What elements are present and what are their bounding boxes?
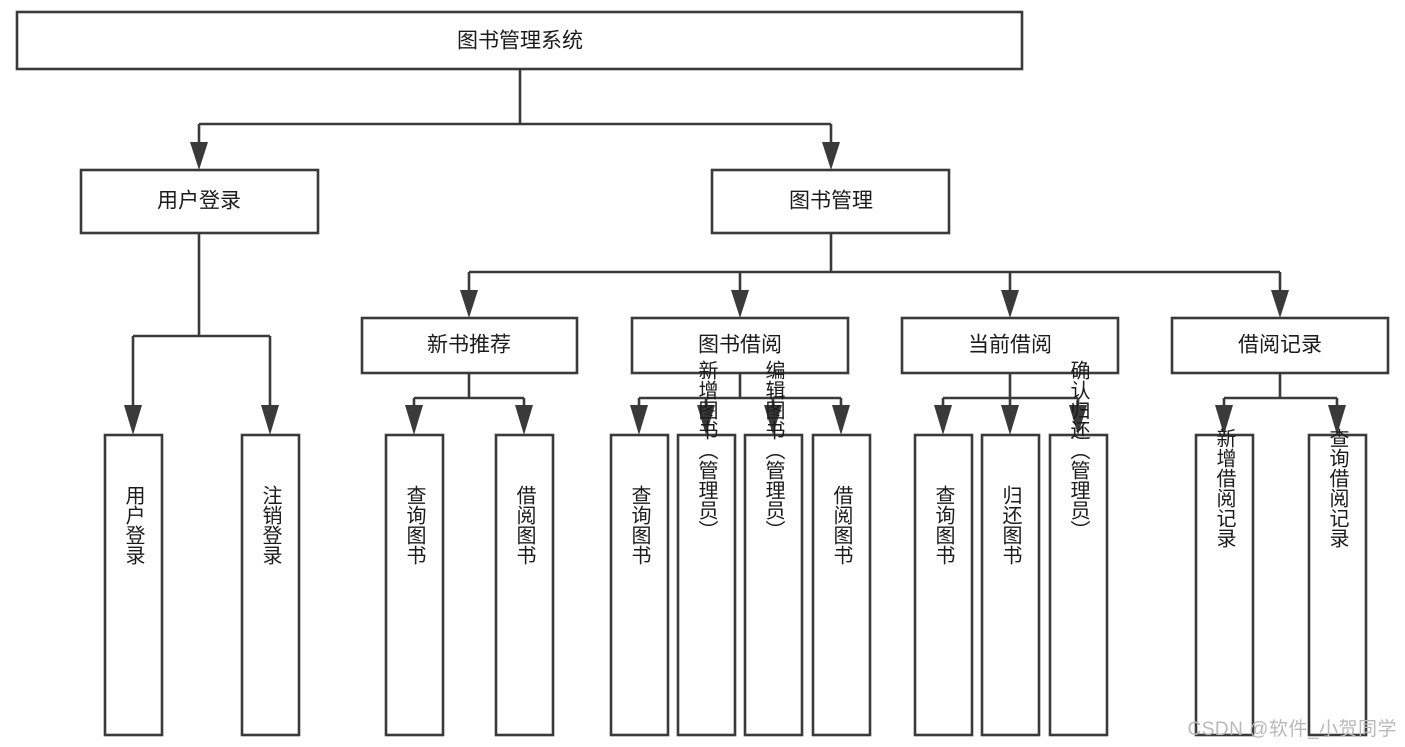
node-label-user-login: 用户登录 [157, 190, 241, 213]
leaf-user-login-logout[interactable]: 注销登录 [240, 433, 301, 737]
leaf-bb-edit-book[interactable]: 编辑图书（管理员） [743, 360, 804, 737]
node-box-book-manage[interactable] [710, 168, 951, 235]
leaf-bb-query-book[interactable]: 查询图书 [609, 433, 670, 737]
arrowhead-leaf-nbr-2 [515, 405, 533, 435]
arrowhead-current-borrow [1001, 290, 1019, 318]
leaf-box-user-login-login[interactable] [103, 433, 164, 737]
leaf-box-cb-return-book[interactable] [980, 433, 1041, 737]
leaf-label-nbr-query-book: 查询图书 [403, 485, 426, 565]
leaf-box-br-query-record[interactable] [1307, 433, 1368, 737]
leaf-label-bb-add-book: 新增图书（管理员） [695, 360, 718, 540]
arrowhead-leaf-br-1 [1215, 405, 1233, 435]
arrowhead-leaf-br-2 [1328, 405, 1346, 435]
node-label-book-borrow: 图书借阅 [698, 334, 782, 357]
leaf-bb-borrow-book[interactable]: 借阅图书 [811, 433, 872, 737]
arrowhead-leaf-bb-3 [764, 405, 782, 435]
leaf-box-nbr-borrow-book[interactable] [494, 433, 555, 737]
leaf-nbr-query-book[interactable]: 查询图书 [384, 433, 445, 737]
arrowhead-book-borrow [731, 290, 749, 318]
leaf-label-cb-confirm-return: 确认归还（管理员） [1067, 360, 1090, 540]
node-label-current-borrow: 当前借阅 [968, 334, 1052, 357]
arrowhead-leaf-user-login-1 [124, 405, 142, 435]
leaf-label-user-login-login: 用户登录 [122, 485, 145, 565]
leaf-br-query-record[interactable]: 查询借阅记录 [1307, 428, 1368, 737]
node-book-manage[interactable]: 图书管理 [710, 168, 951, 235]
arrowhead-leaf-bb-1 [630, 405, 648, 435]
leaf-label-bb-borrow-book: 借阅图书 [830, 485, 853, 565]
connector-layer [124, 69, 1346, 435]
node-book-borrow[interactable]: 图书借阅 [630, 316, 850, 375]
node-box-user-login[interactable] [79, 168, 320, 235]
arrowhead-leaf-cb-3 [1069, 405, 1087, 435]
arrowhead-user-login [190, 142, 208, 170]
arrowhead-new-book-recommend [460, 290, 478, 318]
leaf-br-add-record[interactable]: 新增借阅记录 [1194, 428, 1255, 737]
arrowhead-leaf-bb-4 [832, 405, 850, 435]
node-new-book-recommend[interactable]: 新书推荐 [360, 316, 579, 375]
node-box-borrow-record[interactable] [1170, 316, 1390, 375]
node-label-new-book-recommend: 新书推荐 [427, 334, 511, 357]
node-user-login[interactable]: 用户登录 [79, 168, 320, 235]
node-borrow-record[interactable]: 借阅记录 [1170, 316, 1390, 375]
leaf-bb-add-book[interactable]: 新增图书（管理员） [676, 360, 737, 737]
leaf-cb-return-book[interactable]: 归还图书 [980, 433, 1041, 737]
leaf-box-br-add-record[interactable] [1194, 433, 1255, 737]
leaf-label-bb-query-book: 查询图书 [628, 485, 651, 565]
leaf-label-user-login-logout: 注销登录 [259, 485, 282, 565]
arrowhead-leaf-cb-1 [934, 405, 952, 435]
node-current-borrow[interactable]: 当前借阅 [900, 316, 1120, 375]
leaf-box-cb-confirm-return[interactable] [1048, 433, 1109, 737]
leaf-box-bb-add-book[interactable] [676, 433, 737, 737]
leaf-user-login-login[interactable]: 用户登录 [103, 433, 164, 737]
arrowhead-book-manage [822, 142, 840, 170]
node-label-borrow-record: 借阅记录 [1238, 334, 1322, 357]
leaf-box-bb-query-book[interactable] [609, 433, 670, 737]
leaf-label-bb-edit-book: 编辑图书（管理员） [762, 360, 785, 540]
arrowhead-leaf-bb-2 [697, 405, 715, 435]
leaf-box-bb-borrow-book[interactable] [811, 433, 872, 737]
node-system-root[interactable]: 图书管理系统 [15, 10, 1024, 71]
node-box-book-borrow[interactable] [630, 316, 850, 375]
leaf-box-bb-edit-book[interactable] [743, 433, 804, 737]
node-box-system-root[interactable] [15, 10, 1024, 71]
node-box-current-borrow[interactable] [900, 316, 1120, 375]
leaf-nbr-borrow-book[interactable]: 借阅图书 [494, 433, 555, 737]
leaf-label-br-add-record: 新增借阅记录 [1213, 428, 1236, 548]
arrowhead-leaf-user-login-2 [261, 405, 279, 435]
leaf-label-cb-query-book: 查询图书 [932, 485, 955, 565]
leaf-cb-confirm-return[interactable]: 确认归还（管理员） [1048, 360, 1109, 737]
leaf-box-nbr-query-book[interactable] [384, 433, 445, 737]
leaf-cb-query-book[interactable]: 查询图书 [913, 433, 974, 737]
leaf-label-cb-return-book: 归还图书 [999, 485, 1022, 565]
leaf-label-nbr-borrow-book: 借阅图书 [513, 485, 536, 565]
arrowhead-borrow-record [1271, 290, 1289, 318]
arrowhead-leaf-nbr-1 [405, 405, 423, 435]
arrowhead-leaf-cb-2 [1001, 405, 1019, 435]
node-label-system-root: 图书管理系统 [457, 30, 583, 53]
leaf-box-cb-query-book[interactable] [913, 433, 974, 737]
leaf-label-br-query-record: 查询借阅记录 [1326, 428, 1349, 548]
node-box-new-book-recommend[interactable] [360, 316, 579, 375]
node-label-book-manage: 图书管理 [789, 190, 873, 213]
leaf-box-user-login-logout[interactable] [240, 433, 301, 737]
